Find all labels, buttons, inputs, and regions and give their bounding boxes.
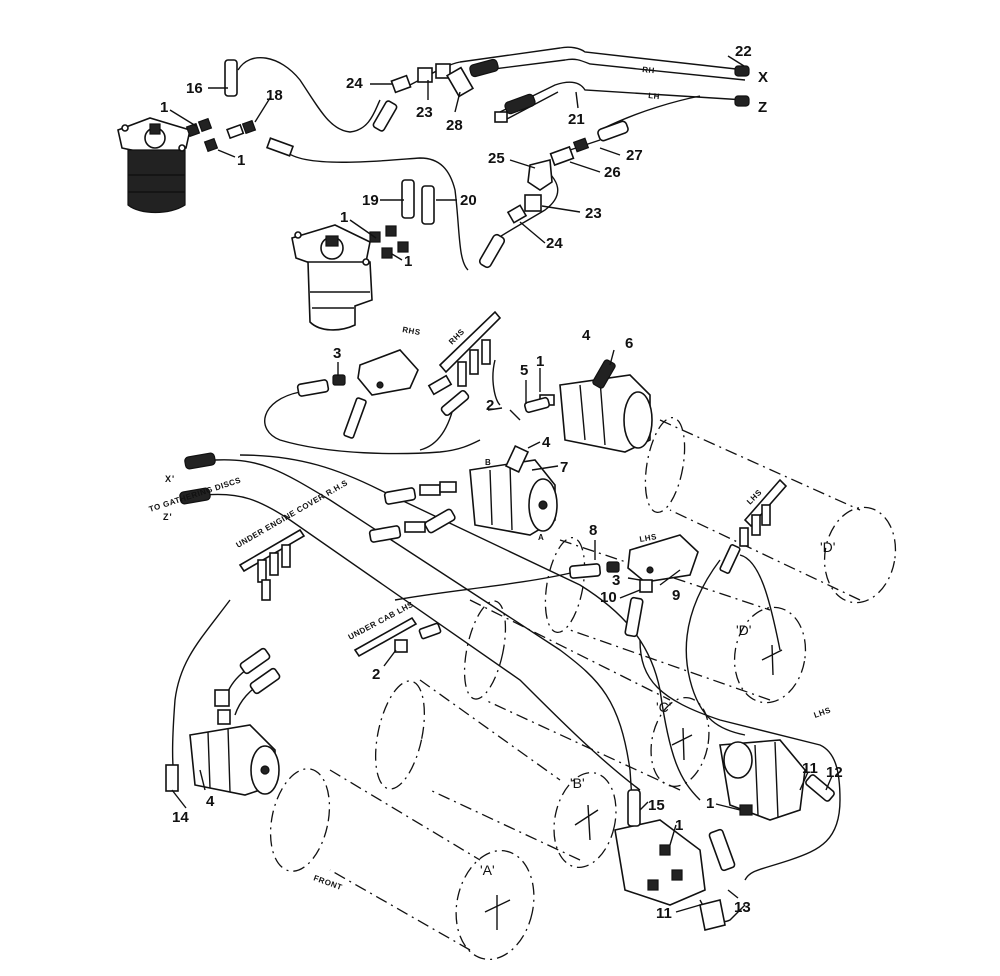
callout-24: 24: [346, 75, 363, 92]
lhs-valve-block-9: LHS: [568, 532, 699, 638]
callout-21: 21: [568, 111, 585, 128]
callout-20: 20: [460, 192, 477, 209]
rhs-label-valve: RHS: [402, 325, 422, 337]
callout-7: 7: [560, 459, 568, 476]
lhs-manifold-upper: LHS: [719, 478, 788, 574]
callout-1: 1: [340, 209, 348, 226]
roller-d-lower-label: 'D': [736, 622, 751, 638]
lhs-label-valve: LHS: [639, 532, 658, 544]
hydraulic-motor-7: [368, 445, 558, 543]
rhs-valve-block: RHS: [296, 325, 422, 439]
part-number-callouts: 16 1 1 18 24 23 28 22 21 25 27 26 23 24 …: [160, 43, 843, 922]
callout-13: 13: [734, 899, 751, 916]
hydraulic-motor-lower-left: [165, 647, 281, 796]
callout-10: 10: [600, 589, 617, 606]
port-b-label: B: [485, 458, 491, 467]
port-a-label: A: [538, 533, 544, 542]
callout-23: 23: [416, 104, 433, 121]
callout-1: 1: [706, 795, 714, 812]
callout-4: 4: [542, 434, 551, 451]
callout-5: 5: [520, 362, 528, 379]
x-prime-label: X': [165, 474, 175, 484]
callout-11: 11: [656, 905, 672, 922]
rh-pipe-label: RH: [642, 65, 655, 75]
hydraulic-motor-lower-right: [708, 739, 835, 872]
hydraulic-pump-upper-left: [117, 117, 191, 214]
roller-d-upper-label: 'D': [820, 539, 835, 555]
x-pipe-label: X: [758, 69, 768, 86]
hydraulic-motor-6: [523, 359, 653, 453]
roller-c: 'C': [463, 599, 710, 791]
callout-2: 2: [372, 666, 380, 683]
roller-c-label: 'C': [656, 699, 671, 715]
callout-27: 27: [626, 147, 643, 164]
callout-28: 28: [446, 117, 463, 134]
z-prime-label: Z': [163, 512, 173, 522]
lower-valve-block: [614, 789, 726, 931]
callout-26: 26: [604, 164, 621, 181]
under-engine-cover-manifold: UNDER ENGINE COVER R.H.S: [235, 478, 350, 601]
callout-1: 1: [160, 99, 168, 116]
callout-16: 16: [186, 80, 203, 97]
callout-14: 14: [172, 809, 189, 826]
callout-3: 3: [333, 345, 341, 362]
callout-22: 22: [735, 43, 752, 60]
roller-a: 'A' FRONT: [269, 768, 535, 961]
callout-3: 3: [612, 572, 620, 589]
callout-1: 1: [404, 253, 412, 270]
under-cab-manifold: UNDER CAB LHS: [347, 600, 442, 658]
leader-lines: [169, 55, 833, 913]
callout-8: 8: [589, 522, 597, 539]
callout-15: 15: [648, 797, 665, 814]
callout-1: 1: [237, 152, 245, 169]
callout-23: 23: [585, 205, 602, 222]
pipe-ends-x-z-prime: X' Z' TO GATHERING DISCS: [148, 452, 242, 522]
callout-19: 19: [362, 192, 379, 209]
callout-11: 11: [802, 760, 818, 777]
callout-4: 4: [582, 327, 591, 344]
callout-2: 2: [486, 397, 494, 414]
callout-9: 9: [672, 587, 680, 604]
callout-24: 24: [546, 235, 563, 252]
callout-1: 1: [536, 353, 544, 370]
z-pipe-label: Z: [758, 99, 767, 116]
lh-pipe-label: LH: [648, 91, 661, 101]
rhs-manifold: RHS: [427, 310, 502, 417]
hydraulic-pump-middle: [291, 224, 373, 331]
lhs-label-lower: LHS: [813, 705, 833, 719]
callout-18: 18: [266, 87, 283, 104]
callout-12: 12: [826, 764, 843, 781]
callout-4: 4: [206, 793, 215, 810]
fittings: [185, 58, 750, 269]
roller-d-upper: 'D': [644, 416, 897, 604]
front-label: FRONT: [312, 873, 343, 892]
roller-b: 'B': [374, 679, 617, 869]
roller-a-label: 'A': [480, 862, 495, 878]
roller-b-label: 'B': [570, 775, 585, 791]
callout-6: 6: [625, 335, 633, 352]
callout-1: 1: [675, 817, 683, 834]
callout-25: 25: [488, 150, 505, 167]
roller-d-lower: 'D': [544, 536, 807, 704]
